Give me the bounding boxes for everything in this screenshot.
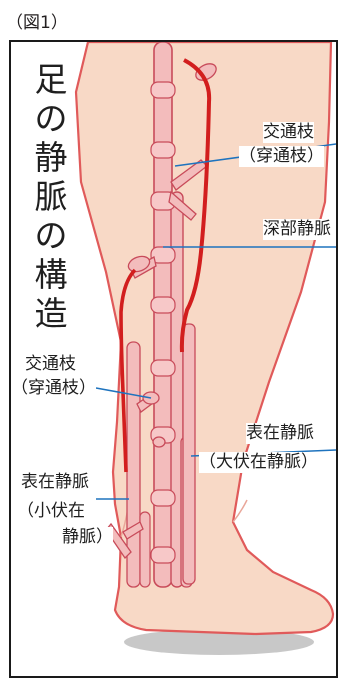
label-communicating-mid-1: 交通枝	[25, 354, 76, 375]
title-char: 足	[35, 60, 68, 99]
fibular-vein	[140, 512, 150, 587]
label-communicating-mid-2: （穿通枝）	[11, 378, 96, 399]
title-char: 構	[35, 255, 68, 294]
label-small-saphenous-1: 表在静脈	[21, 472, 89, 493]
great-saphenous-lower	[183, 324, 195, 584]
title-char: 静	[35, 138, 68, 177]
label-great-saphenous-2: （大伏在静脈）	[199, 452, 318, 473]
label-deep-vein: 深部静脈	[263, 219, 331, 240]
label-small-saphenous-2: （小伏在	[17, 501, 85, 522]
label-communicating-top-1: 交通枝	[263, 122, 314, 143]
title-char: 造	[35, 294, 68, 333]
label-small-saphenous-3: 静脈）	[62, 527, 113, 548]
title-char: の	[35, 99, 68, 138]
label-great-saphenous-1: 表在静脈	[246, 423, 314, 444]
vertical-title: 足 の 静 脈 の 構 造	[34, 60, 68, 333]
label-communicating-top-2: （穿通枝）	[239, 146, 324, 167]
title-char: の	[35, 216, 68, 255]
title-char: 脈	[35, 177, 68, 216]
diagram-frame: 足 の 静 脈 の 構 造 交通枝 （穿通枝） 深部静脈 交通枝 （穿通枝） 表…	[9, 40, 338, 678]
figure-caption: （図1）	[6, 8, 68, 33]
